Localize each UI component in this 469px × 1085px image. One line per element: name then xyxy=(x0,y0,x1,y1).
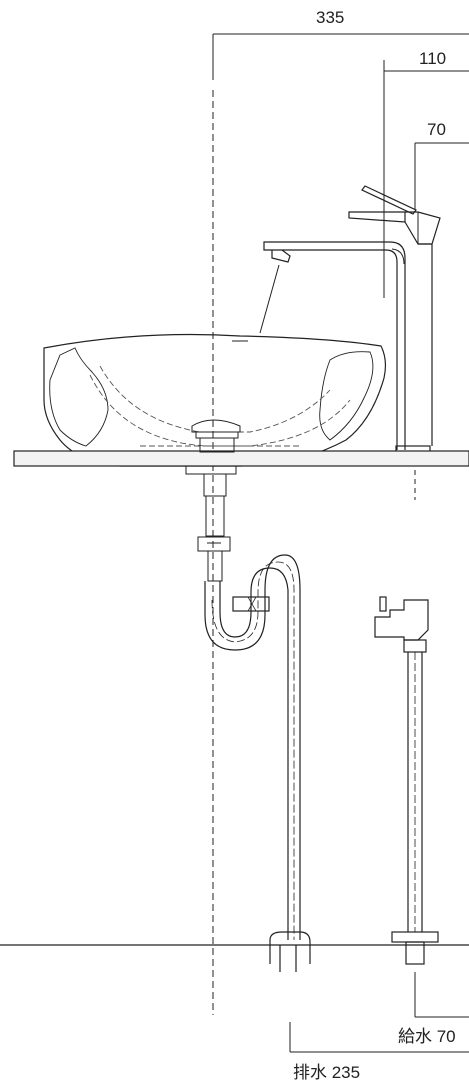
drain-fitting xyxy=(185,419,241,582)
dimension-lines-bottom xyxy=(289,972,469,1053)
dimension-spout-reach-label: 335 xyxy=(316,8,345,27)
dimension-supply-label: 給水 70 xyxy=(398,1027,456,1046)
supply-line xyxy=(374,596,439,965)
faucet xyxy=(259,185,441,453)
vessel-bowl xyxy=(43,333,387,467)
dimension-faucet-center-label: 70 xyxy=(427,120,446,139)
dimension-faucet-body-label: 110 xyxy=(419,49,447,68)
dimension-lines-top xyxy=(212,33,469,298)
countertop xyxy=(13,450,469,467)
p-trap xyxy=(204,554,311,972)
dimension-drain-label: 排水 235 xyxy=(293,1063,361,1082)
